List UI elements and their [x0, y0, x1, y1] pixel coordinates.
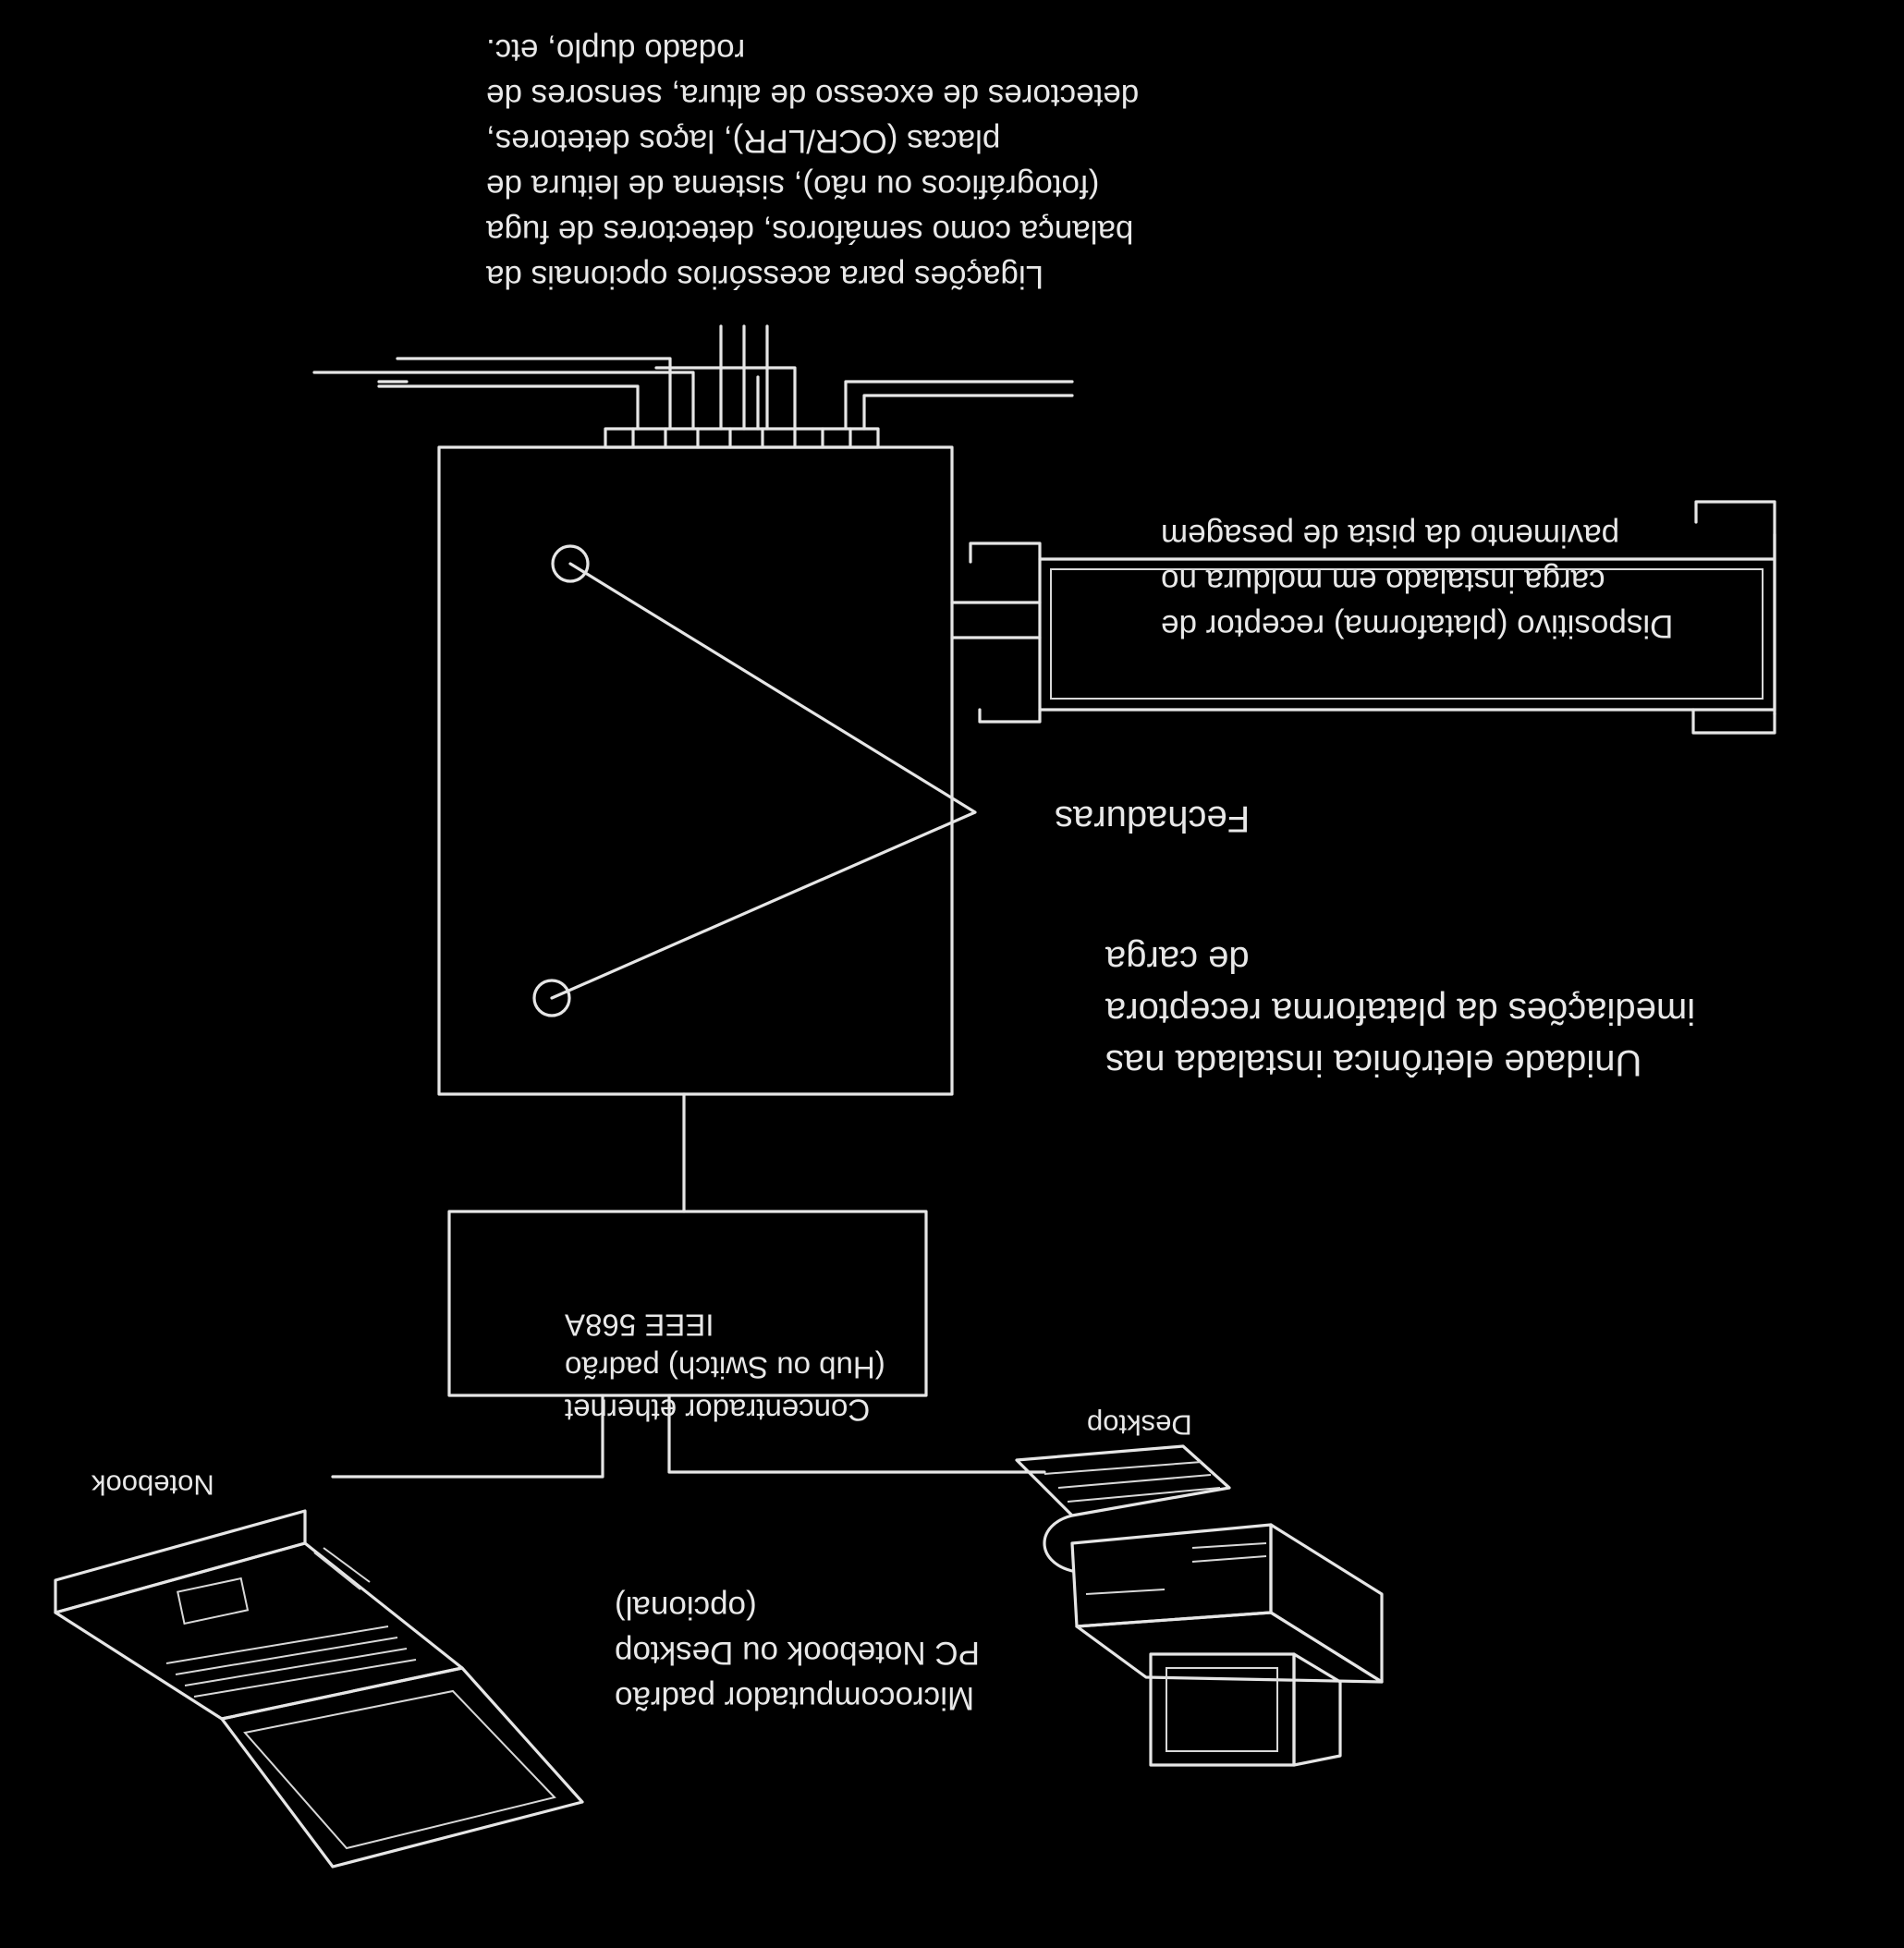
- platform-label: Dispositivo (plataforma) receptor de car…: [1161, 513, 1673, 649]
- notebook-icon: [54, 1509, 584, 1869]
- hub-notebook-cable: [331, 1394, 604, 1479]
- notebook-text: Notebook: [92, 1468, 214, 1502]
- accessories-line: rodado duplo, etc.: [485, 32, 745, 68]
- notebook-label: Notebook: [92, 1465, 214, 1504]
- hub-line: Concentrador ethernet: [565, 1393, 871, 1428]
- desktop-text: Desktop: [1087, 1408, 1192, 1442]
- platform-line: Dispositivo (plataforma) receptor de: [1160, 608, 1673, 644]
- desktop-icon: [1015, 1444, 1384, 1767]
- ethernet-hub-box: [447, 1210, 928, 1397]
- microcomputer-line: PC Notebook ou Desktop: [615, 1635, 980, 1671]
- platform-line: carga instalado em moldura no: [1160, 563, 1605, 599]
- platform-link: [950, 601, 1042, 639]
- desktop-label: Desktop: [1087, 1405, 1192, 1444]
- accessories-line: (fotográficos ou não), sistema de leitur…: [485, 168, 1100, 204]
- locks-text: Fechaduras: [1054, 798, 1250, 839]
- accessories-line: balança como semáforos, detectores de fu…: [485, 213, 1134, 250]
- accessories-line: Ligações para acessórios opcionais da: [485, 259, 1044, 295]
- electronic-unit-label: Unidade eletrônica instalada nas imediaç…: [1105, 933, 1695, 1089]
- microcomputer-line: Microcomputador padrão: [615, 1680, 975, 1716]
- accessory-cables: [312, 324, 1074, 431]
- electronic-unit-line: de carga: [1105, 939, 1250, 980]
- lock-pointer-lines: [550, 562, 977, 1000]
- accessories-line: detectores de excesso de altura, sensore…: [485, 78, 1139, 114]
- lock-icon-1: [551, 544, 590, 583]
- microcomputer-label: Microcomputador padrão PC Notebook ou De…: [615, 1585, 980, 1721]
- accessories-label: Ligações para acessórios opcionais da ba…: [486, 28, 1139, 299]
- platform-line: pavimento da pista de pesagem: [1160, 517, 1619, 554]
- electronic-unit-line: imediações da plataforma receptora: [1105, 991, 1695, 1031]
- microcomputer-line: (opcional): [615, 1589, 757, 1625]
- electronic-unit-line: Unidade eletrônica instalada nas: [1105, 1042, 1642, 1083]
- accessories-line: placas (OCR/LPR), laços detetores,: [485, 123, 1001, 159]
- hub-label: Concentrador ethernet (Hub ou Switch) pa…: [565, 1303, 885, 1431]
- hub-desktop-cable: [667, 1394, 1046, 1474]
- lock-icon-2: [532, 979, 571, 1017]
- connector-strip: [604, 427, 880, 449]
- load-platform: [969, 500, 1776, 735]
- hub-line: (Hub ou Switch) padrão: [565, 1350, 885, 1385]
- hub-line: IEEE 568A: [565, 1308, 714, 1343]
- locks-label: Fechaduras: [1055, 793, 1250, 845]
- electronic-unit-box: [437, 445, 954, 1096]
